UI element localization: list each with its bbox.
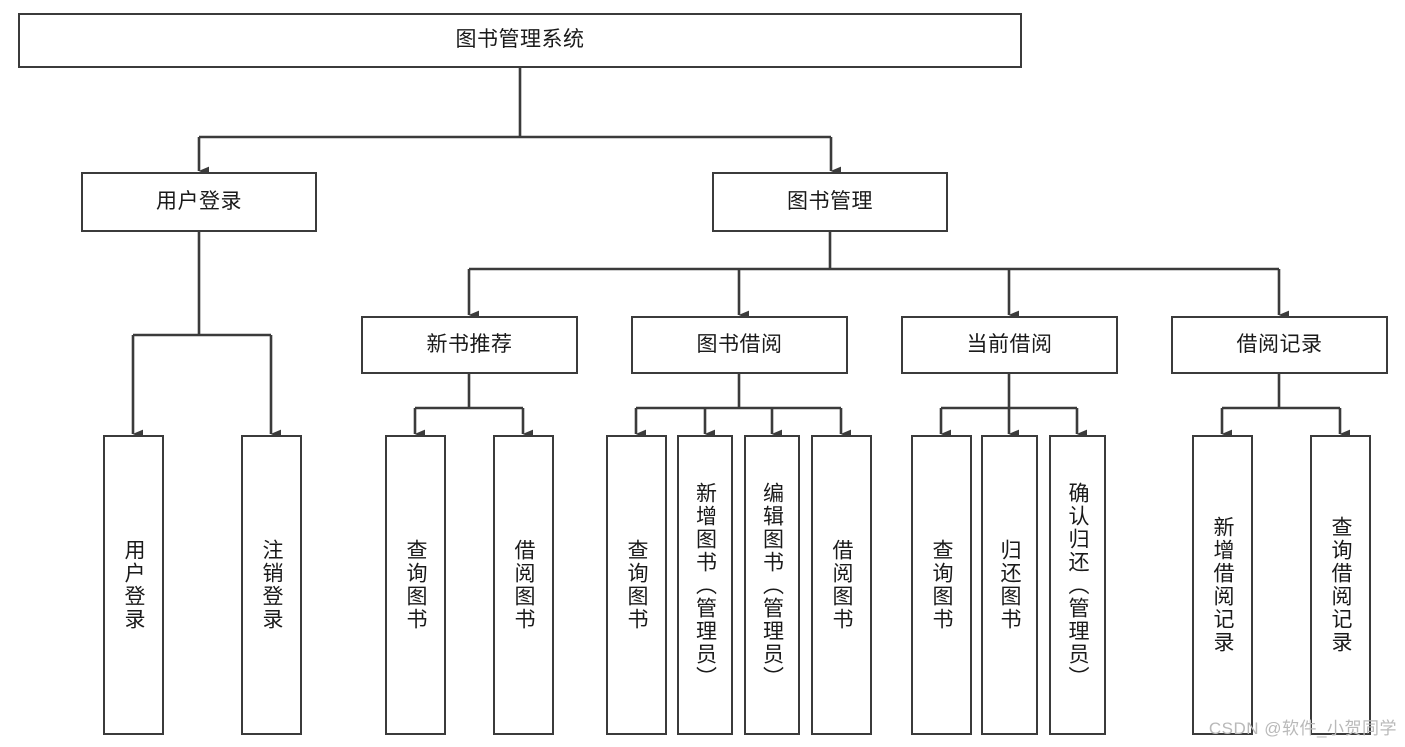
node-leaf-borrow-book-2[interactable]: 借阅图书 xyxy=(811,435,872,735)
node-root-label: 图书管理系统 xyxy=(455,28,585,52)
node-leaf-confirm-return[interactable]: 确认归还（管理员） xyxy=(1049,435,1106,735)
node-new-book-recommend-label: 新书推荐 xyxy=(426,332,513,356)
node-leaf-confirm-return-label: 确认归还（管理员） xyxy=(1066,481,1089,689)
node-leaf-add-book[interactable]: 新增图书（管理员） xyxy=(677,435,733,735)
node-leaf-user-login-label: 用户登录 xyxy=(122,539,145,631)
node-leaf-borrow-book-1-label: 借阅图书 xyxy=(512,539,535,631)
node-book-borrow[interactable]: 图书借阅 xyxy=(631,316,848,374)
node-borrow-record-label: 借阅记录 xyxy=(1236,332,1323,356)
node-leaf-borrow-book-2-label: 借阅图书 xyxy=(830,539,853,631)
node-leaf-return-book-label: 归还图书 xyxy=(998,539,1021,631)
csdn-watermark: CSDN @软件_小贺同学 xyxy=(1208,719,1397,738)
node-borrow-record[interactable]: 借阅记录 xyxy=(1171,316,1388,374)
node-leaf-query-book-3[interactable]: 查询图书 xyxy=(911,435,972,735)
node-leaf-query-book-2[interactable]: 查询图书 xyxy=(606,435,667,735)
node-leaf-edit-book-label: 编辑图书（管理员） xyxy=(760,481,784,689)
node-leaf-logout[interactable]: 注销登录 xyxy=(241,435,302,735)
node-user-login[interactable]: 用户登录 xyxy=(81,172,317,232)
node-leaf-query-book-2-label: 查询图书 xyxy=(625,539,648,631)
node-leaf-borrow-book-1[interactable]: 借阅图书 xyxy=(493,435,554,735)
node-book-manage-label: 图书管理 xyxy=(787,189,873,213)
node-leaf-query-record-label: 查询借阅记录 xyxy=(1329,516,1352,654)
node-leaf-query-book-3-label: 查询图书 xyxy=(930,539,953,631)
node-current-borrow[interactable]: 当前借阅 xyxy=(901,316,1118,374)
node-leaf-query-book-1-label: 查询图书 xyxy=(404,539,427,631)
node-leaf-user-login[interactable]: 用户登录 xyxy=(103,435,164,735)
node-leaf-return-book[interactable]: 归还图书 xyxy=(981,435,1038,735)
node-user-login-label: 用户登录 xyxy=(156,189,242,213)
node-leaf-add-record[interactable]: 新增借阅记录 xyxy=(1192,435,1253,735)
node-book-borrow-label: 图书借阅 xyxy=(696,332,783,356)
node-leaf-add-book-label: 新增图书（管理员） xyxy=(693,481,717,689)
node-root[interactable]: 图书管理系统 xyxy=(18,13,1022,68)
node-current-borrow-label: 当前借阅 xyxy=(966,332,1053,356)
node-new-book-recommend[interactable]: 新书推荐 xyxy=(361,316,578,374)
node-leaf-query-book-1[interactable]: 查询图书 xyxy=(385,435,446,735)
node-book-manage[interactable]: 图书管理 xyxy=(712,172,948,232)
node-leaf-add-record-label: 新增借阅记录 xyxy=(1211,516,1234,654)
node-leaf-edit-book[interactable]: 编辑图书（管理员） xyxy=(744,435,800,735)
node-leaf-logout-label: 注销登录 xyxy=(260,539,283,631)
node-leaf-query-record[interactable]: 查询借阅记录 xyxy=(1310,435,1371,735)
